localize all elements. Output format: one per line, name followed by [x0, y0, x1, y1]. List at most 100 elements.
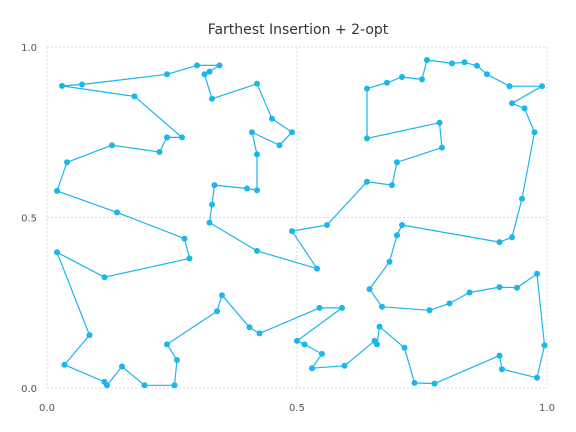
- city-point: [364, 178, 370, 185]
- city-point: [389, 182, 395, 189]
- city-point: [54, 249, 60, 256]
- city-point: [59, 82, 65, 89]
- city-point: [394, 232, 400, 239]
- tour-line: [56, 59, 546, 386]
- city-point: [446, 300, 453, 307]
- city-point: [394, 159, 400, 166]
- plot-area: [54, 57, 548, 389]
- city-point: [249, 129, 255, 136]
- city-point: [254, 247, 260, 254]
- city-point: [371, 337, 378, 344]
- city-point: [496, 352, 503, 359]
- city-point: [534, 270, 540, 277]
- city-point: [186, 255, 193, 262]
- city-point: [269, 115, 275, 122]
- city-point: [164, 341, 170, 348]
- city-point: [316, 304, 323, 311]
- city-point: [314, 265, 320, 272]
- city-point: [79, 81, 85, 88]
- city-point: [339, 304, 345, 311]
- city-point: [206, 219, 213, 226]
- city-point: [436, 119, 443, 126]
- city-point: [194, 62, 200, 69]
- city-point: [496, 239, 503, 246]
- city-point: [294, 337, 300, 344]
- city-point: [54, 187, 60, 194]
- city-point: [211, 182, 218, 189]
- city-point: [341, 362, 348, 369]
- city-point: [171, 382, 178, 389]
- y-axis-ticks: 0.0 0.5 1.0: [21, 43, 37, 395]
- city-point: [164, 134, 170, 141]
- city-point: [466, 289, 473, 296]
- city-point: [534, 374, 540, 381]
- city-point: [399, 222, 405, 228]
- y-tick-label: 0.0: [21, 384, 37, 395]
- x-tick-label: 0.5: [289, 403, 305, 414]
- city-point: [379, 303, 385, 310]
- city-point: [439, 144, 445, 151]
- y-tick-label: 0.5: [21, 214, 37, 225]
- city-point: [301, 341, 308, 348]
- city-point: [401, 344, 408, 351]
- city-point: [506, 83, 513, 90]
- city-point: [509, 100, 515, 107]
- city-point: [64, 159, 70, 166]
- city-point: [309, 365, 315, 372]
- x-tick-label: 0.0: [39, 403, 55, 414]
- city-point: [319, 350, 325, 357]
- city-point: [376, 323, 383, 330]
- city-point: [519, 195, 525, 202]
- city-point: [499, 366, 505, 373]
- city-point: [86, 332, 93, 339]
- city-point: [431, 380, 438, 387]
- city-point: [119, 363, 125, 370]
- city-point: [181, 235, 188, 242]
- city-point: [209, 201, 215, 208]
- city-point: [411, 379, 418, 386]
- city-point: [254, 151, 260, 158]
- city-point: [216, 62, 223, 69]
- x-tick-label: 1.0: [539, 403, 555, 414]
- city-point: [214, 308, 220, 315]
- city-point: [201, 71, 208, 78]
- city-point: [419, 76, 425, 83]
- city-point: [174, 357, 180, 363]
- x-axis-ticks: 0.0 0.5 1.0: [39, 403, 555, 414]
- city-point: [206, 68, 213, 75]
- city-point: [531, 129, 538, 136]
- city-point: [254, 80, 260, 87]
- city-point: [101, 378, 108, 385]
- y-tick-label: 1.0: [21, 43, 37, 54]
- city-point: [289, 228, 295, 235]
- city-point: [474, 62, 480, 69]
- city-point: [114, 209, 120, 216]
- city-point: [366, 286, 373, 293]
- city-point: [364, 85, 370, 92]
- city-point: [276, 142, 283, 149]
- city-point: [426, 307, 433, 314]
- city-point: [521, 105, 528, 112]
- city-point: [509, 234, 515, 241]
- city-point: [131, 93, 138, 100]
- city-point: [384, 79, 390, 86]
- city-point: [61, 361, 68, 368]
- city-point: [496, 284, 503, 291]
- city-point: [254, 187, 260, 194]
- city-point: [244, 185, 250, 192]
- city-point: [461, 59, 468, 66]
- city-point: [424, 57, 430, 63]
- city-point: [256, 330, 263, 337]
- city-point: [209, 95, 215, 102]
- grid: [46, 46, 548, 389]
- city-point: [219, 292, 225, 299]
- city-point: [324, 222, 330, 228]
- city-point: [541, 342, 548, 349]
- city-point: [141, 382, 148, 389]
- city-point: [289, 129, 295, 136]
- city-point: [179, 134, 185, 141]
- city-point: [539, 83, 545, 90]
- city-point: [246, 324, 253, 331]
